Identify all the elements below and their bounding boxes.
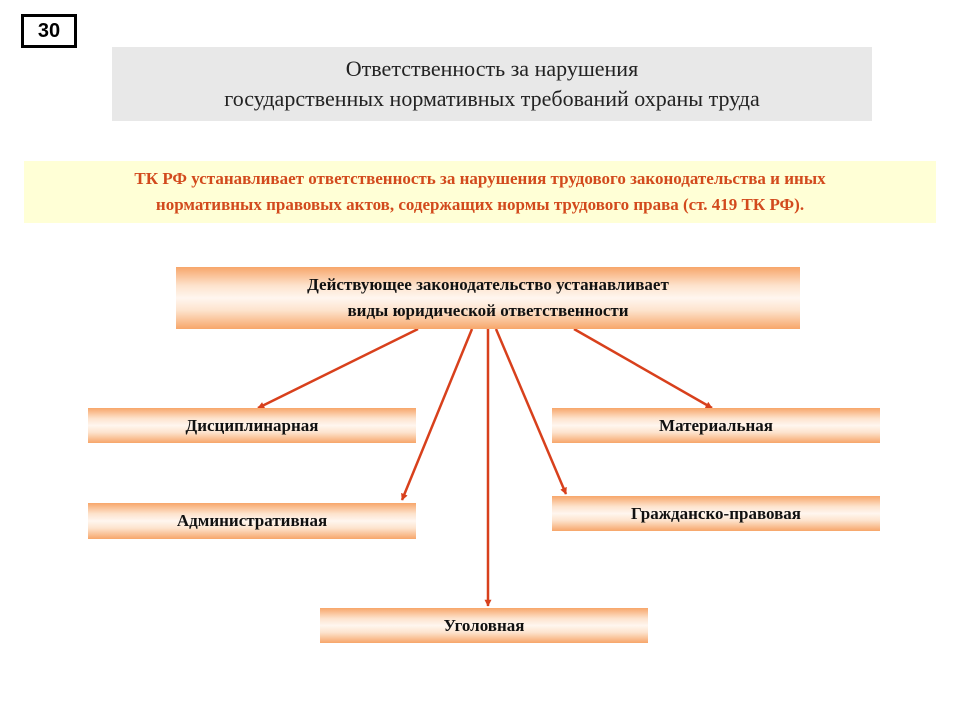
box-disciplinary: Дисциплинарная [88,408,416,443]
label-material: Материальная [659,415,773,435]
title-line-1: Ответственность за нарушения [345,56,639,81]
arrow-to-disciplinary [257,327,419,410]
box-material: Материальная [552,408,880,443]
label-disciplinary: Дисциплинарная [185,415,319,435]
page-title: Ответственность за нарушения государстве… [112,47,872,121]
label-criminal: Уголовная [443,615,525,635]
box-civil: Гражданско-правовая [552,496,880,531]
arrow-to-administrative [400,328,474,501]
root-line-1: Действующее законодательство устанавлива… [307,275,669,294]
root-line-2: виды юридической ответственности [347,301,629,320]
box-administrative: Административная [88,503,416,539]
label-administrative: Административная [176,511,328,530]
note-line-2: нормативных правовых актов, содержащих н… [155,195,805,214]
slide-number: 30 [21,14,77,48]
root-box: Действующее законодательство устанавлива… [176,267,800,329]
note-line-1: ТК РФ устанавливает ответственность за н… [134,169,826,188]
label-civil: Гражданско-правовая [631,503,801,523]
arrow-to-material [573,327,713,410]
legal-note: ТК РФ устанавливает ответственность за н… [24,161,936,223]
box-criminal: Уголовная [320,608,648,643]
arrow-to-civil [494,328,568,495]
title-line-2: государственных нормативных требований о… [224,86,760,111]
